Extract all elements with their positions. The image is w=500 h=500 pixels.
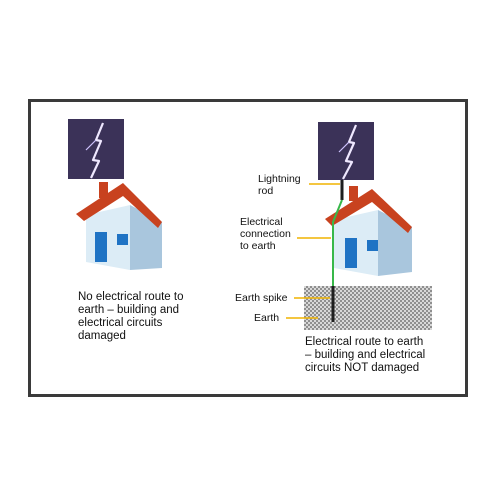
earth-ground: [304, 286, 432, 330]
house-icon: [325, 186, 412, 276]
right-caption: Electrical route to earth – building and…: [305, 336, 426, 374]
label-earth-spike: Earth spike: [235, 292, 288, 304]
lightning-icon: [318, 122, 374, 180]
lightning-icon: [68, 119, 124, 179]
house-icon: [76, 182, 162, 270]
label-lightning-rod: Lightning rod: [258, 173, 301, 197]
earth-conductor: [332, 199, 343, 286]
left-caption: No electrical route to earth – building …: [78, 291, 184, 342]
label-leaders: [286, 183, 340, 319]
label-earth: Earth: [254, 312, 280, 324]
label-electrical-connection: Electrical connection to earth: [240, 216, 291, 252]
